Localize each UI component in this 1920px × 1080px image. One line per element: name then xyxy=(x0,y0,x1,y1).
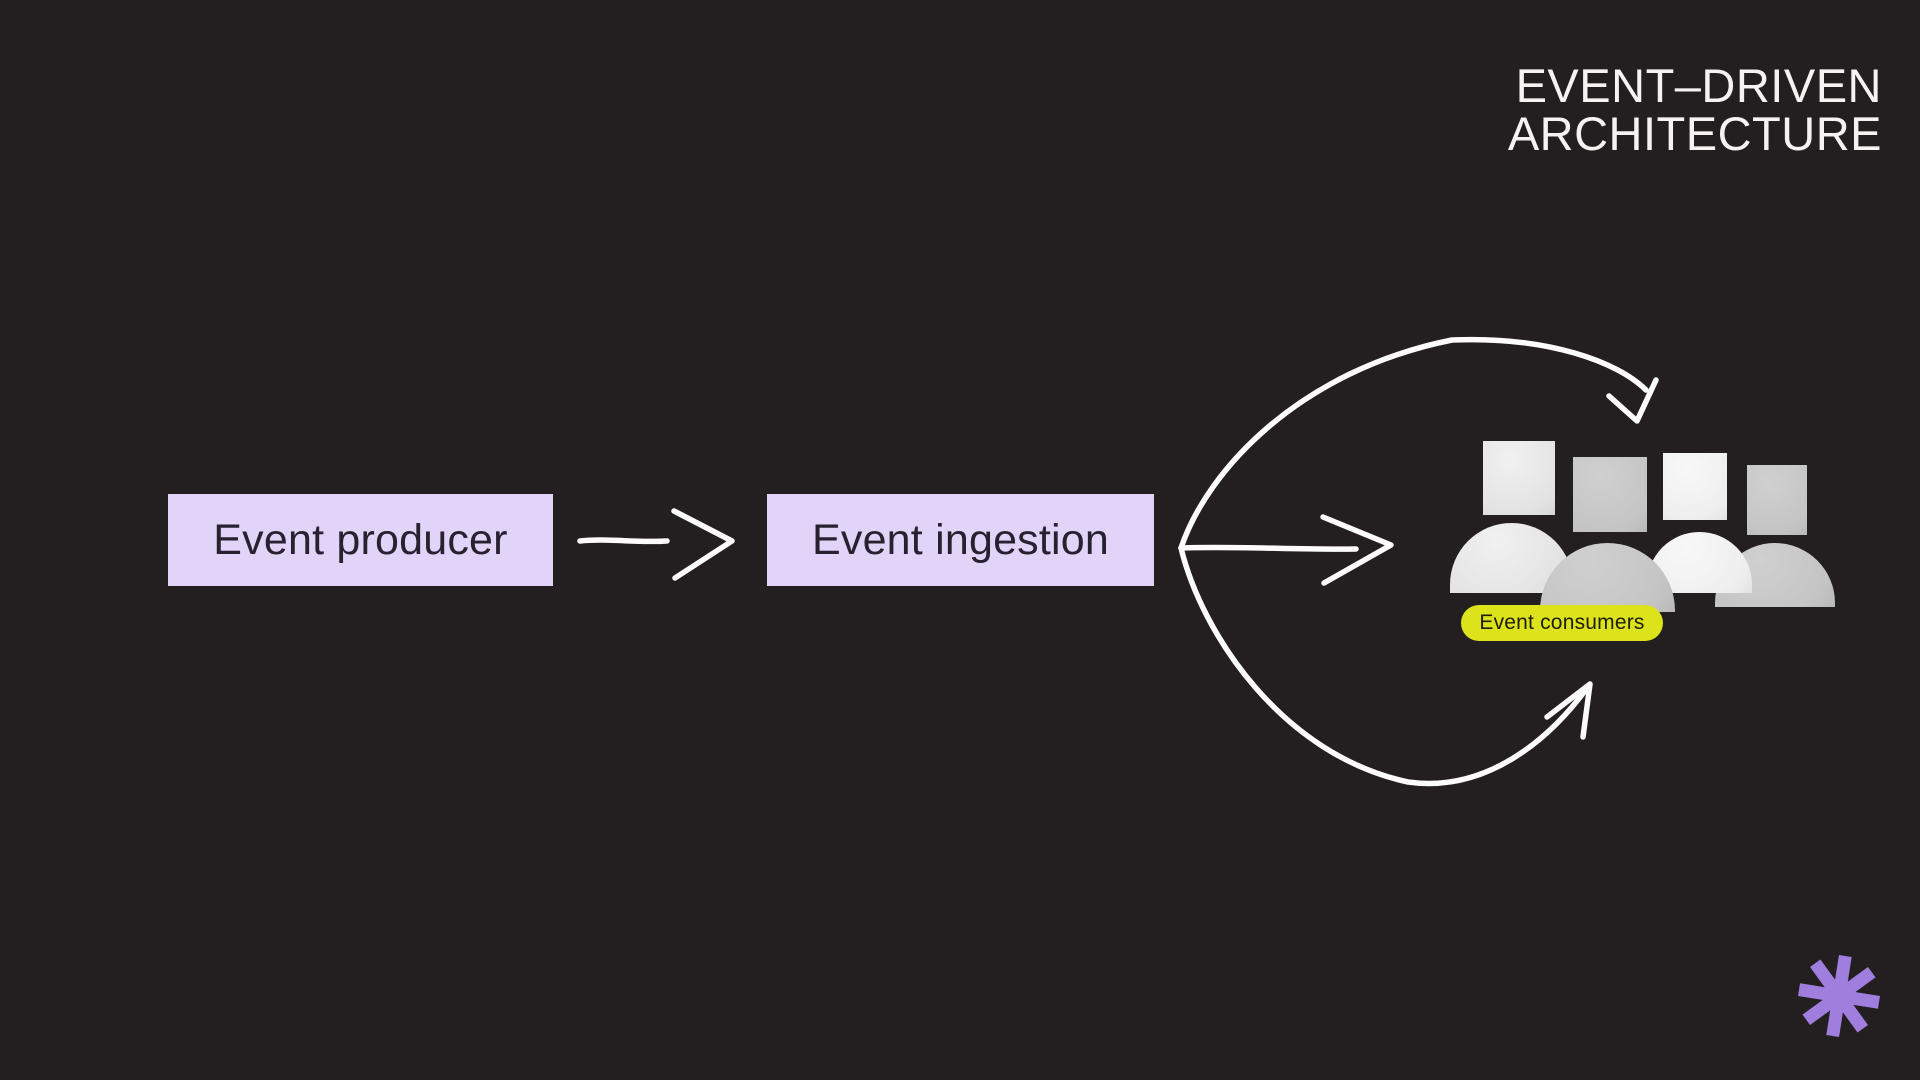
person-icon-3-head xyxy=(1663,453,1727,520)
arrow-ingestion-to-consumers-top-head xyxy=(1606,377,1659,424)
arrow-ingestion-to-consumers-middle-head xyxy=(1320,514,1394,586)
title-line-2: ARCHITECTURE xyxy=(1507,107,1882,160)
person-icon-4-head xyxy=(1747,465,1807,535)
title-line-1: EVENT–DRIVEN xyxy=(1515,59,1882,112)
node-event-ingestion: Event ingestion xyxy=(767,494,1154,586)
person-icon-1-head xyxy=(1483,441,1555,515)
arrow-ingestion-to-consumers-bottom-head xyxy=(1544,681,1593,740)
node-event-producer: Event producer xyxy=(168,494,553,586)
arrow-producer-to-ingestion-shaft xyxy=(577,537,670,545)
node-event-producer-label: Event producer xyxy=(213,515,508,564)
node-event-ingestion-label: Event ingestion xyxy=(811,515,1110,564)
arrow-producer-to-ingestion-head xyxy=(671,508,735,581)
arrow-ingestion-to-consumers-middle-shaft xyxy=(1178,544,1359,552)
page-title: EVENT–DRIVEN ARCHITECTURE xyxy=(1508,62,1882,158)
event-consumers-label: Event consumers xyxy=(1479,611,1645,634)
asterisk-logo-icon xyxy=(1798,955,1880,1037)
event-consumers-badge: Event consumers xyxy=(1461,605,1663,641)
person-icon-2-head xyxy=(1573,457,1647,532)
